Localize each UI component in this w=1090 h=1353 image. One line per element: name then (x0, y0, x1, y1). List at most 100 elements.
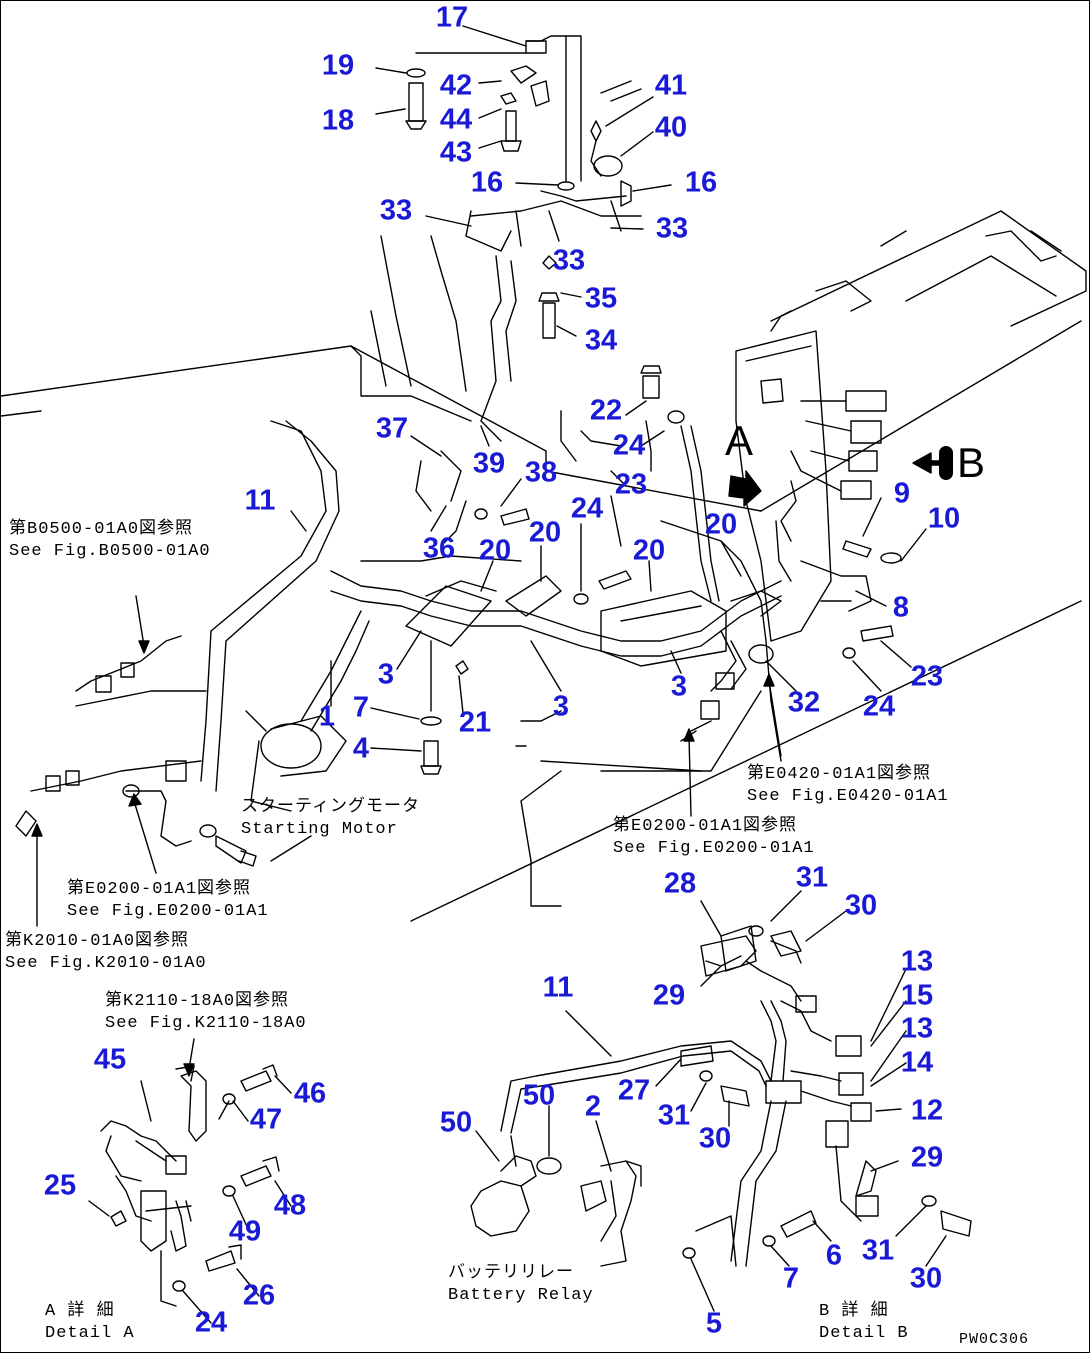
callout-30-mid: 30 (698, 1122, 732, 1155)
callout-46: 46 (293, 1077, 327, 1110)
callout-37: 37 (375, 412, 409, 445)
callout-45: 45 (93, 1043, 127, 1076)
callout-9: 9 (893, 477, 911, 510)
callout-25: 25 (43, 1169, 77, 1202)
callout-38: 38 (524, 456, 558, 489)
callout-30-top: 30 (844, 889, 878, 922)
callout-7-top: 7 (352, 691, 370, 724)
callout-20-left: 20 (478, 534, 512, 567)
callout-5: 5 (705, 1307, 723, 1340)
callout-8: 8 (892, 591, 910, 624)
callout-14: 14 (900, 1046, 934, 1079)
callout-13-bottom: 13 (900, 1012, 934, 1045)
view-letter-b: B (956, 439, 986, 486)
note-detail-a-jp: A 詳 細 (45, 1302, 115, 1321)
callout-35: 35 (584, 282, 618, 315)
note-battery-relay: バッテリリレー Battery Relay (448, 1263, 594, 1307)
callout-50-right: 50 (522, 1079, 556, 1112)
note-detail-a-en: Detail A (45, 1324, 135, 1343)
callout-31-mid: 31 (657, 1099, 691, 1132)
callout-7-bottom: 7 (782, 1262, 800, 1295)
callout-23-top: 23 (614, 468, 648, 501)
detail-b-drawing (470, 890, 972, 1312)
note-e0200-right-en: See Fig.E0200-01A1 (613, 839, 815, 858)
callout-17: 17 (435, 1, 469, 34)
callout-11-bottom: 11 (542, 971, 574, 1004)
note-b0500-jp: 第B0500-01A0図参照 (9, 520, 194, 539)
callout-49: 49 (228, 1215, 262, 1248)
note-b0500: 第B0500-01A0図参照 See Fig.B0500-01A0 (9, 519, 211, 563)
callout-29-bottom: 29 (910, 1141, 944, 1174)
callout-4: 4 (352, 732, 370, 765)
note-battery-relay-jp: バッテリリレー (448, 1264, 574, 1283)
callout-39: 39 (472, 447, 506, 480)
callout-33-left: 33 (379, 194, 413, 227)
note-k2110-jp: 第K2110-18A0図参照 (105, 992, 290, 1011)
note-b0500-en: See Fig.B0500-01A0 (9, 542, 211, 561)
note-e0200-left-en: See Fig.E0200-01A1 (67, 902, 269, 921)
detail-a-drawing (88, 1038, 292, 1324)
callout-28: 28 (663, 867, 697, 900)
callout-48: 48 (273, 1189, 307, 1222)
note-detail-a: A 詳 細 Detail A (45, 1301, 135, 1345)
callout-24-bottom: 24 (862, 690, 896, 723)
callout-24-detail-a: 24 (194, 1306, 228, 1339)
callout-3-right: 3 (670, 670, 688, 703)
callout-19: 19 (321, 49, 355, 82)
note-e0420: 第E0420-01A1図参照 See Fig.E0420-01A1 (747, 764, 949, 808)
callout-41: 41 (654, 69, 688, 102)
callout-3-center: 3 (552, 690, 570, 723)
callout-44: 44 (439, 103, 473, 136)
callout-20-right: 20 (704, 508, 738, 541)
view-letter-a: A (724, 417, 754, 464)
note-k2010-en: See Fig.K2010-01A0 (5, 954, 207, 973)
note-e0420-en: See Fig.E0420-01A1 (747, 787, 949, 806)
leader-lines (31, 25, 953, 927)
callout-1: 1 (318, 700, 336, 733)
callout-12: 12 (910, 1094, 944, 1127)
callout-50-left: 50 (439, 1106, 473, 1139)
note-detail-b-jp: B 詳 細 (819, 1302, 889, 1321)
callout-31-bottom: 31 (861, 1234, 895, 1267)
callout-29-top: 29 (652, 979, 686, 1012)
note-k2110-en: See Fig.K2110-18A0 (105, 1014, 307, 1033)
callout-21: 21 (458, 706, 492, 739)
note-k2110: 第K2110-18A0図参照 See Fig.K2110-18A0 (105, 991, 307, 1035)
callout-34: 34 (584, 324, 618, 357)
callout-26: 26 (242, 1279, 276, 1312)
note-e0200-left: 第E0200-01A1図参照 See Fig.E0200-01A1 (67, 879, 269, 923)
callout-13-top: 13 (900, 945, 934, 978)
callout-20-center: 20 (528, 516, 562, 549)
note-k2010-jp: 第K2010-01A0図参照 (5, 932, 190, 951)
callout-10: 10 (927, 502, 961, 535)
callout-30-bottom: 30 (909, 1262, 943, 1295)
callout-2: 2 (584, 1090, 602, 1123)
note-e0200-right: 第E0200-01A1図参照 See Fig.E0200-01A1 (613, 816, 815, 860)
chassis-outline (1, 210, 1087, 922)
callout-47: 47 (249, 1103, 283, 1136)
callout-18: 18 (321, 104, 355, 137)
callout-36: 36 (422, 532, 456, 565)
note-detail-b: B 詳 細 Detail B (819, 1301, 909, 1345)
callout-27: 27 (617, 1074, 651, 1107)
callout-33-right: 33 (655, 212, 689, 245)
callout-32: 32 (787, 686, 821, 719)
callout-11-top: 11 (244, 484, 276, 517)
top-harness (405, 35, 642, 442)
note-starting-motor-jp: スターティングモータ (241, 798, 420, 817)
callout-16-right: 16 (684, 166, 718, 199)
callout-33-center: 33 (552, 244, 586, 277)
callout-43: 43 (439, 136, 473, 169)
callout-20-mid: 20 (632, 534, 666, 567)
note-k2010: 第K2010-01A0図参照 See Fig.K2010-01A0 (5, 931, 207, 975)
callout-6: 6 (825, 1239, 843, 1272)
note-e0200-left-jp: 第E0200-01A1図参照 (67, 880, 252, 899)
callout-22: 22 (589, 394, 623, 427)
callout-3-left: 3 (377, 658, 395, 691)
note-starting-motor-en: Starting Motor (241, 820, 398, 839)
note-e0200-right-jp: 第E0200-01A1図参照 (613, 817, 798, 836)
callout-40: 40 (654, 111, 688, 144)
note-battery-relay-en: Battery Relay (448, 1286, 594, 1305)
